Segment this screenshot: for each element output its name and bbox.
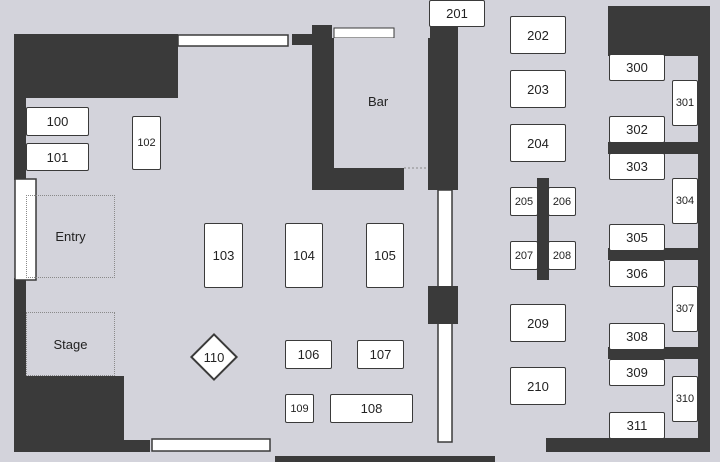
entry-area: Entry bbox=[26, 195, 115, 278]
table-108[interactable]: 108 bbox=[330, 394, 413, 423]
table-301[interactable]: 301 bbox=[672, 80, 698, 126]
bar-top-stub bbox=[292, 34, 312, 45]
table-202[interactable]: 202 bbox=[510, 16, 566, 54]
center-divider bbox=[537, 178, 549, 280]
pillar bbox=[428, 286, 458, 324]
table-305[interactable]: 305 bbox=[609, 224, 665, 251]
table-205[interactable]: 205 bbox=[510, 187, 538, 216]
table-210[interactable]: 210 bbox=[510, 367, 566, 405]
shelf-305 bbox=[608, 248, 698, 260]
table-103[interactable]: 103 bbox=[204, 223, 243, 288]
entry-window bbox=[14, 178, 37, 281]
table-204[interactable]: 204 bbox=[510, 124, 566, 162]
table-104[interactable]: 104 bbox=[285, 223, 323, 288]
table-208[interactable]: 208 bbox=[548, 241, 576, 270]
table-106[interactable]: 106 bbox=[285, 340, 332, 369]
table-206[interactable]: 206 bbox=[548, 187, 576, 216]
bottom-edge-wall bbox=[275, 456, 495, 462]
stage-area: Stage bbox=[26, 312, 115, 376]
shelf-302 bbox=[608, 142, 698, 154]
table-302[interactable]: 302 bbox=[609, 116, 665, 143]
table-209[interactable]: 209 bbox=[510, 304, 566, 342]
table-309[interactable]: 309 bbox=[609, 359, 665, 386]
table-101[interactable]: 101 bbox=[26, 143, 89, 171]
left-upper-wall bbox=[14, 34, 178, 180]
table-201[interactable]: 201 bbox=[429, 0, 485, 27]
table-310[interactable]: 310 bbox=[672, 376, 698, 422]
bottom-window bbox=[151, 438, 271, 452]
table-203[interactable]: 203 bbox=[510, 70, 566, 108]
bar-label: Bar bbox=[368, 94, 389, 109]
table-311[interactable]: 311 bbox=[609, 412, 665, 439]
table-102[interactable]: 102 bbox=[132, 116, 161, 170]
table-308[interactable]: 308 bbox=[609, 323, 665, 350]
left-lower-wall bbox=[14, 278, 150, 452]
bar-window bbox=[333, 27, 395, 39]
table-304[interactable]: 304 bbox=[672, 178, 698, 224]
shelf-308 bbox=[608, 347, 698, 359]
table-105[interactable]: 105 bbox=[366, 223, 404, 288]
bar-interior bbox=[334, 38, 428, 168]
table-207[interactable]: 207 bbox=[510, 241, 538, 270]
table-303[interactable]: 303 bbox=[609, 153, 665, 180]
stage-label: Stage bbox=[53, 336, 88, 352]
table-107[interactable]: 107 bbox=[357, 340, 404, 369]
top-window bbox=[177, 34, 289, 47]
table-307[interactable]: 307 bbox=[672, 286, 698, 332]
table-300[interactable]: 300 bbox=[609, 54, 665, 81]
table-100[interactable]: 100 bbox=[26, 107, 89, 136]
entry-label: Entry bbox=[55, 229, 86, 244]
table-306[interactable]: 306 bbox=[609, 260, 665, 287]
right-wall bbox=[546, 6, 710, 452]
table-110-label: 110 bbox=[203, 349, 225, 365]
table-109[interactable]: 109 bbox=[285, 394, 314, 423]
